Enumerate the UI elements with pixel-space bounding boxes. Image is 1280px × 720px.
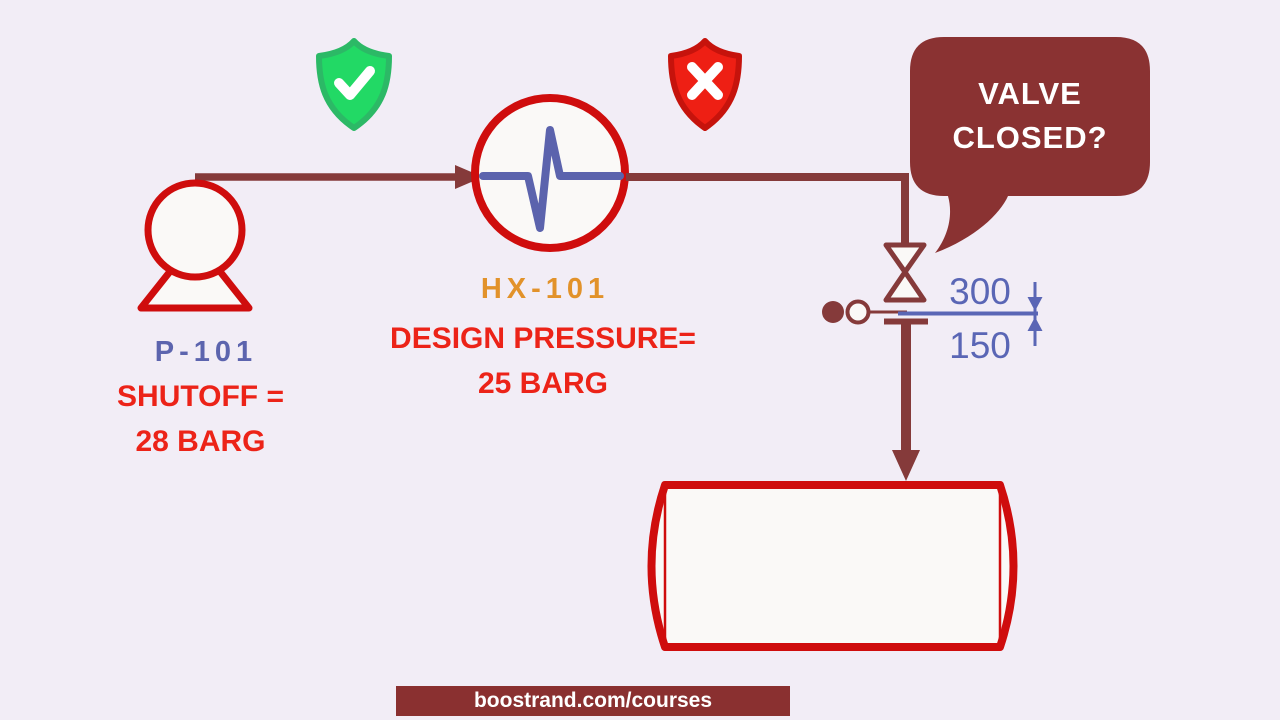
- speech-bubble-line2: CLOSED?: [952, 120, 1108, 155]
- pipe-pump-to-hx: [195, 165, 483, 189]
- pump-symbol: [137, 179, 253, 312]
- speech-bubble-line1: VALVE: [978, 76, 1082, 111]
- hx-tag: HX-101: [480, 273, 610, 305]
- coil-zigzag-icon: [479, 126, 624, 232]
- hx-note-line1: DESIGN PRESSURE=: [390, 322, 696, 355]
- pump-note-line1: SHUTOFF =: [117, 380, 284, 413]
- valve-icon: [883, 242, 927, 303]
- speech-bubble: [910, 37, 1150, 253]
- speech-bubble-text: VALVE CLOSED?: [912, 72, 1148, 160]
- flow-arrow-right-icon: [455, 165, 483, 189]
- vessel-symbol: [647, 481, 1018, 651]
- pipe-hx-to-valve: [626, 173, 909, 243]
- footer-url: boostrand.com/courses: [473, 689, 713, 712]
- heat-exchanger-symbol: [471, 94, 629, 252]
- hx-design-pressure-note: DESIGN PRESSURE= 25 BARG: [378, 316, 708, 406]
- flow-arrow-down-icon: [892, 450, 920, 481]
- dimension-upstream-label: 300: [949, 271, 1011, 312]
- hx-note-line2: 25 BARG: [477, 367, 609, 400]
- pump-note-line2: 28 BARG: [135, 425, 266, 458]
- dimension-downstream-label: 150: [949, 325, 1011, 366]
- shield-check-icon: [316, 38, 392, 131]
- drain-pipe: [884, 318, 928, 481]
- dimension-line: [898, 282, 1043, 346]
- pump-tag: P-101: [154, 336, 258, 368]
- pump-shutoff-note: SHUTOFF = 28 BARG: [58, 374, 343, 464]
- footer-banner: boostrand.com/courses: [396, 686, 790, 716]
- shield-x-icon: [668, 38, 742, 131]
